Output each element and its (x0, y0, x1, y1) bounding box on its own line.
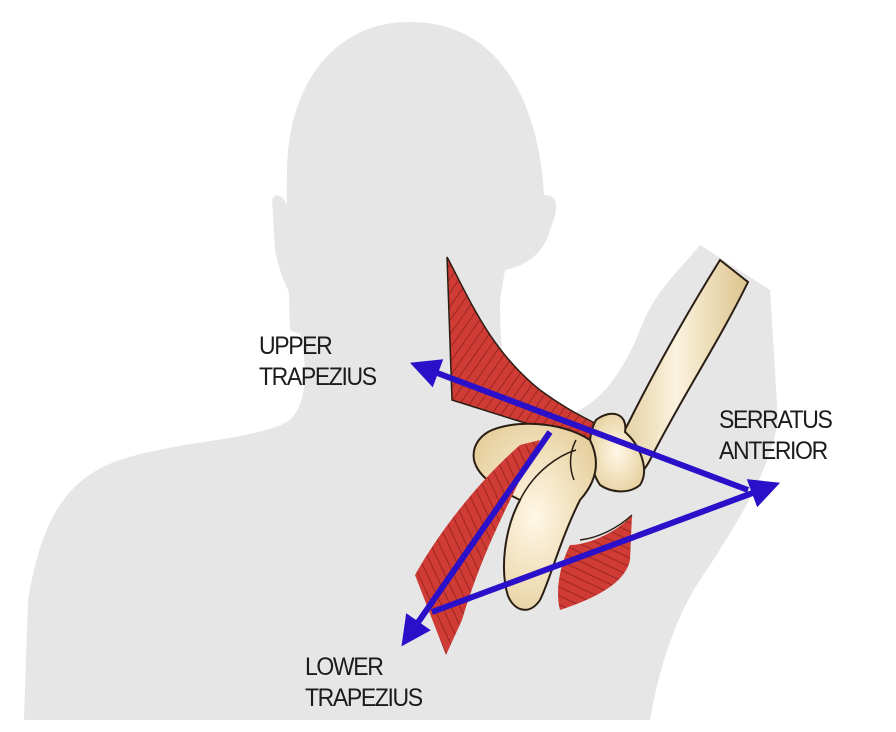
label-lower-trapezius: LOWER TRAPEZIUS (305, 652, 423, 714)
label-lower-trapezius-line1: LOWER (305, 653, 384, 681)
upper-trapezius-muscle (446, 256, 599, 441)
serratus-anterior-arrow (430, 479, 781, 615)
label-upper-trapezius: UPPER TRAPEZIUS (259, 331, 377, 393)
label-lower-trapezius-line2: TRAPEZIUS (305, 684, 423, 712)
force-arrows (401, 359, 781, 647)
label-serratus-anterior-line1: SERRATUS (719, 406, 833, 434)
label-upper-trapezius-line2: TRAPEZIUS (259, 363, 377, 391)
label-serratus-anterior-line2: ANTERIOR (719, 437, 828, 465)
serratus-anterior-muscle (558, 515, 632, 610)
label-serratus-anterior: SERRATUS ANTERIOR (719, 405, 833, 467)
label-upper-trapezius-line1: UPPER (259, 332, 333, 360)
upper-trapezius-arrow (409, 359, 750, 493)
lower-trapezius-arrow (401, 430, 553, 647)
